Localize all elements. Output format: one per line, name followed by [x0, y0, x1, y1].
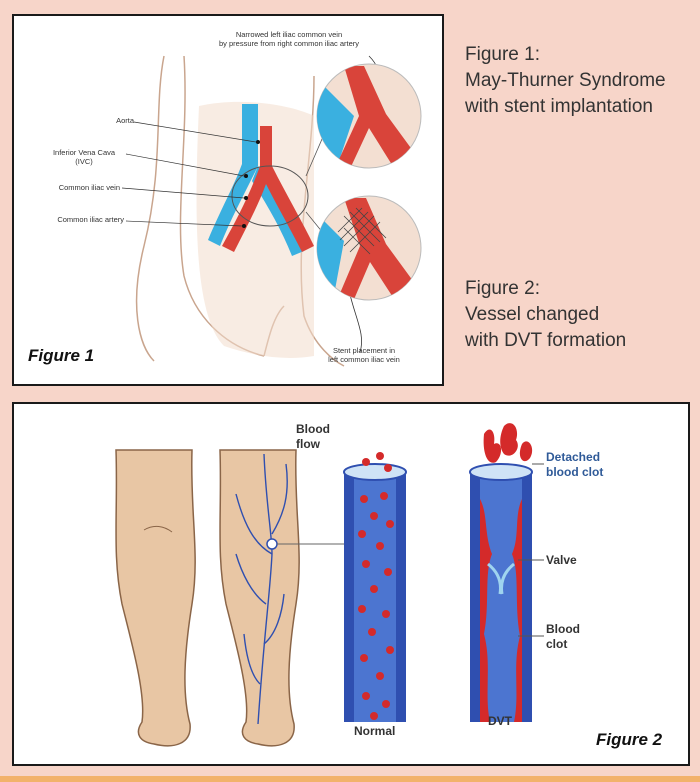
normal-label: Normal: [354, 724, 396, 738]
valve: [487, 562, 515, 595]
figure-1-label: Figure 1: [28, 346, 95, 365]
ivc-vein: [208, 104, 258, 246]
blood-clot-label: Blood clot: [546, 622, 580, 651]
stent-placement-label: Stent placement in left common iliac vei…: [328, 346, 400, 364]
figure-1-caption: Figure 1: May-Thurner Syndrome with sten…: [465, 44, 666, 117]
common-iliac-artery-label: Common iliac artery: [57, 215, 124, 224]
dvt-label: DVT: [488, 714, 512, 728]
detached-clot-label: Detached blood clot: [546, 450, 604, 479]
narrowed-vein-label: Narrowed left iliac common vein by press…: [218, 30, 360, 48]
blood-clot: [480, 423, 533, 722]
figure-2-panel: Blood flow Detached blood clot Valve Blo…: [12, 402, 690, 766]
figure-1-illustration: [121, 55, 422, 367]
figure-1-panel: Narrowed left iliac common vein by press…: [12, 14, 444, 386]
bottom-border: [0, 776, 700, 782]
vein-focus-point: [266, 538, 278, 550]
valve-label: Valve: [546, 553, 577, 567]
red-blood-cells: [358, 452, 394, 720]
right-iliac-vein: [252, 166, 304, 256]
compression-highlight: [231, 165, 309, 227]
figure-2-illustration: [115, 423, 544, 747]
aorta-label: Aorta: [116, 116, 134, 125]
figure-2-caption: Figure 2: Vessel changed with DVT format…: [465, 278, 627, 351]
ivc-label: Inferior Vena Cava (IVC): [52, 148, 116, 166]
leg-veins: [235, 453, 288, 725]
leg-normal: [115, 449, 196, 747]
blood-flow-label: Blood flow: [296, 422, 330, 451]
body-outline: [135, 55, 345, 367]
common-iliac-vein-label: Common iliac vein: [58, 183, 120, 192]
figure-2-label: Figure 2: [596, 730, 663, 749]
skin-shading: [196, 101, 314, 358]
